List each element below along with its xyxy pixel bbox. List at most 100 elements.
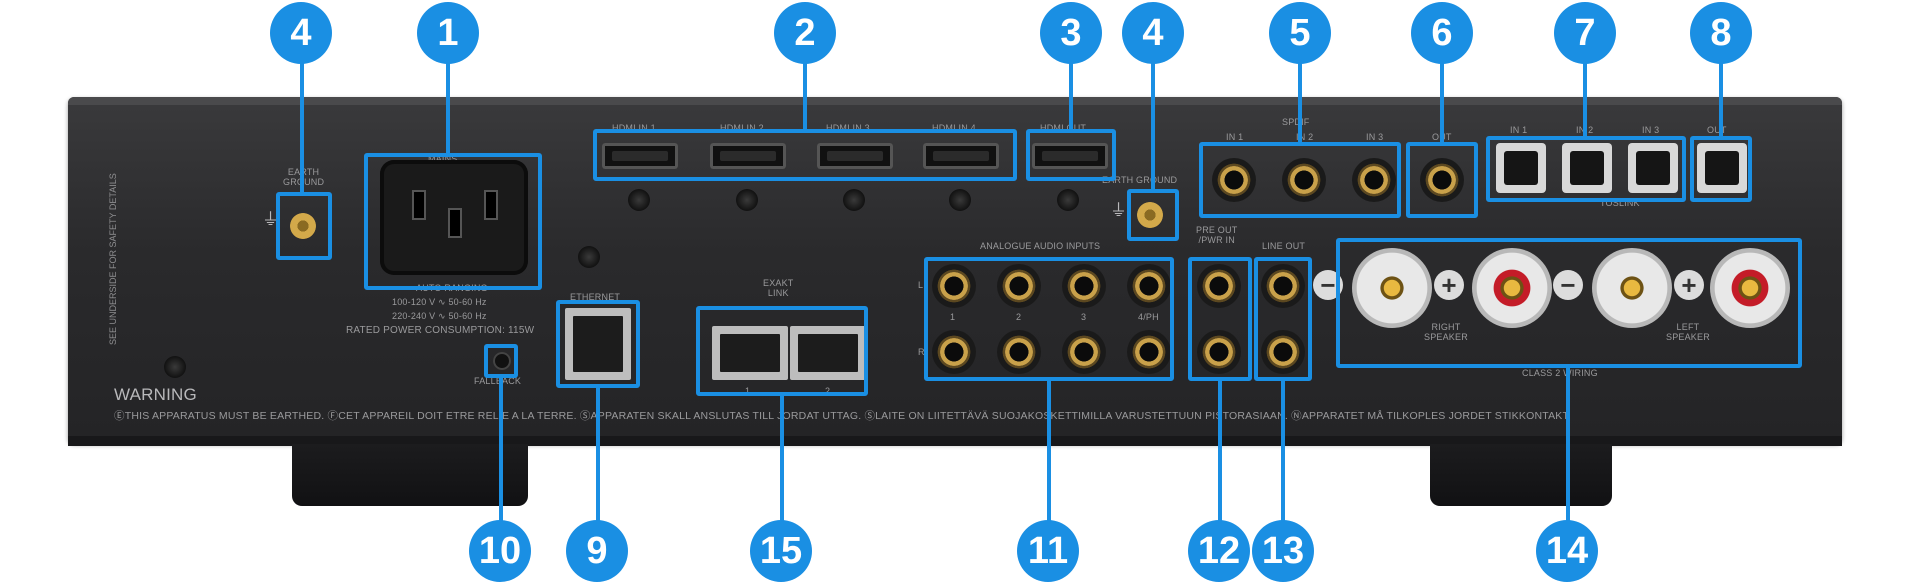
leader-line	[446, 62, 450, 153]
left-speaker-positive-terminal[interactable]	[1710, 248, 1790, 328]
callout-badge: 14	[1536, 520, 1598, 582]
leader-line	[780, 396, 784, 526]
left-foot	[292, 444, 528, 506]
hdmi-in-3-port[interactable]	[817, 143, 893, 169]
analog-in-2-right-jack[interactable]	[997, 330, 1041, 374]
exakt-link-port-2[interactable]	[790, 326, 866, 380]
ground-symbol: ⏚	[1110, 201, 1128, 220]
spdif-in-2-label: IN 2	[1296, 132, 1314, 142]
hdmi-in-2-label: HDMI IN 2	[720, 123, 764, 133]
leader-line	[1281, 381, 1285, 526]
right-speaker-negative-terminal[interactable]	[1352, 248, 1432, 328]
leader-line	[1440, 62, 1444, 142]
leader-line	[1583, 62, 1587, 136]
leader-line	[300, 62, 304, 192]
warning-title: WARNING	[114, 385, 197, 404]
toslink-in-2-port[interactable]	[1562, 143, 1612, 193]
callout-badge: 4	[270, 2, 332, 64]
exakt-link-label: EXAKT LINK	[763, 278, 794, 298]
line-out-right-jack[interactable]	[1261, 330, 1305, 374]
analog-in-2-left-jack[interactable]	[997, 264, 1041, 308]
ethernet-port[interactable]	[565, 308, 631, 380]
earth-ground-terminal	[290, 213, 316, 239]
toslink-in-1-label: IN 1	[1510, 125, 1528, 135]
highlight-speaker-terminals	[1336, 238, 1802, 368]
toslink-out-label: OUT	[1707, 125, 1727, 135]
callout-badge: 7	[1554, 2, 1616, 64]
callout-badge: 11	[1017, 520, 1079, 582]
hdmi-led	[1057, 189, 1079, 211]
analog-2-label: 2	[1016, 312, 1022, 322]
left-speaker-label: LEFT SPEAKER	[1666, 322, 1710, 342]
leader-line	[596, 388, 600, 526]
hdmi-in-2-port[interactable]	[710, 143, 786, 169]
hdmi-in-4-label: HDMI IN 4	[932, 123, 976, 133]
ground-symbol: ⏚	[262, 210, 280, 229]
leader-line	[1047, 381, 1051, 526]
toslink-label: TOSLINK	[1600, 198, 1640, 208]
callout-badge: 15	[750, 520, 812, 582]
class2-wiring-label: CLASS 2 WIRING	[1522, 368, 1598, 378]
leader-line	[803, 62, 807, 129]
left-speaker-negative-terminal[interactable]	[1592, 248, 1672, 328]
toslink-in-1-port[interactable]	[1496, 143, 1546, 193]
analogue-inputs-label: ANALOGUE AUDIO INPUTS	[980, 241, 1101, 251]
highlight-spdif-in	[1199, 142, 1401, 218]
warning-text: ⒺTHIS APPARATUS MUST BE EARTHED. ⒻCET AP…	[114, 410, 1572, 422]
exakt-port-1-label: 1	[745, 386, 751, 396]
toslink-in-3-port[interactable]	[1628, 143, 1678, 193]
leader-line	[499, 378, 503, 526]
pre-out-label: PRE OUT /PWR IN	[1196, 225, 1238, 245]
callout-badge: 4	[1122, 2, 1184, 64]
analog-in-4-left-jack[interactable]	[1127, 264, 1171, 308]
chassis-bottom-edge	[68, 436, 1842, 446]
analog-in-3-left-jack[interactable]	[1062, 264, 1106, 308]
hdmi-out-label: HDMI OUT	[1040, 123, 1087, 133]
leader-line	[1298, 62, 1302, 142]
highlight-earth-ground-left	[276, 192, 332, 260]
analog-1-label: 1	[950, 312, 956, 322]
analog-in-1-right-jack[interactable]	[932, 330, 976, 374]
right-foot	[1430, 444, 1612, 506]
toslink-out-port[interactable]	[1697, 143, 1747, 193]
hdmi-in-1-port[interactable]	[602, 143, 678, 169]
earth-ground-terminal-2	[1137, 202, 1163, 228]
mains-power-inlet	[380, 160, 528, 275]
earth-ground-mid-label: EARTH GROUND	[1102, 175, 1178, 185]
fallback-button[interactable]	[493, 352, 511, 370]
highlight-toslink-in	[1486, 136, 1686, 202]
spdif-label: SPDIF	[1282, 117, 1310, 127]
analog-in-1-left-jack[interactable]	[932, 264, 976, 308]
voltage-range-1: 100-120 V ∿ 50-60 Hz	[392, 297, 487, 307]
callout-badge: 13	[1252, 520, 1314, 582]
plus-icon: +	[1674, 270, 1704, 300]
line-out-left-jack[interactable]	[1261, 264, 1305, 308]
leader-line	[1566, 368, 1570, 526]
line-out-label: LINE OUT	[1262, 241, 1306, 251]
spdif-in-2-jack[interactable]	[1282, 158, 1326, 202]
spdif-in-3-jack[interactable]	[1352, 158, 1396, 202]
hdmi-out-port[interactable]	[1032, 143, 1108, 169]
toslink-in-3-label: IN 3	[1642, 125, 1660, 135]
right-speaker-positive-terminal[interactable]	[1472, 248, 1552, 328]
exakt-link-port-1[interactable]	[712, 326, 788, 380]
analog-l-label: L	[918, 280, 924, 290]
spdif-in-1-jack[interactable]	[1212, 158, 1256, 202]
chassis-screw	[164, 356, 186, 378]
pre-out-left-jack[interactable]	[1197, 264, 1241, 308]
hdmi-in-4-port[interactable]	[923, 143, 999, 169]
hdmi-led	[949, 189, 971, 211]
exakt-port-2-label: 2	[825, 386, 831, 396]
callout-badge: 12	[1188, 520, 1250, 582]
chassis-screw	[578, 246, 600, 268]
spdif-out-jack[interactable]	[1420, 158, 1464, 202]
pre-out-right-jack[interactable]	[1197, 330, 1241, 374]
highlight-fallback	[484, 344, 518, 378]
leader-line	[1069, 62, 1073, 129]
analog-4-label: 4/PH	[1138, 312, 1159, 322]
callout-badge: 9	[566, 520, 628, 582]
highlight-toslink-out	[1690, 136, 1752, 202]
analog-in-4-right-jack[interactable]	[1127, 330, 1171, 374]
analog-in-3-right-jack[interactable]	[1062, 330, 1106, 374]
chassis-top-edge	[68, 97, 1842, 105]
